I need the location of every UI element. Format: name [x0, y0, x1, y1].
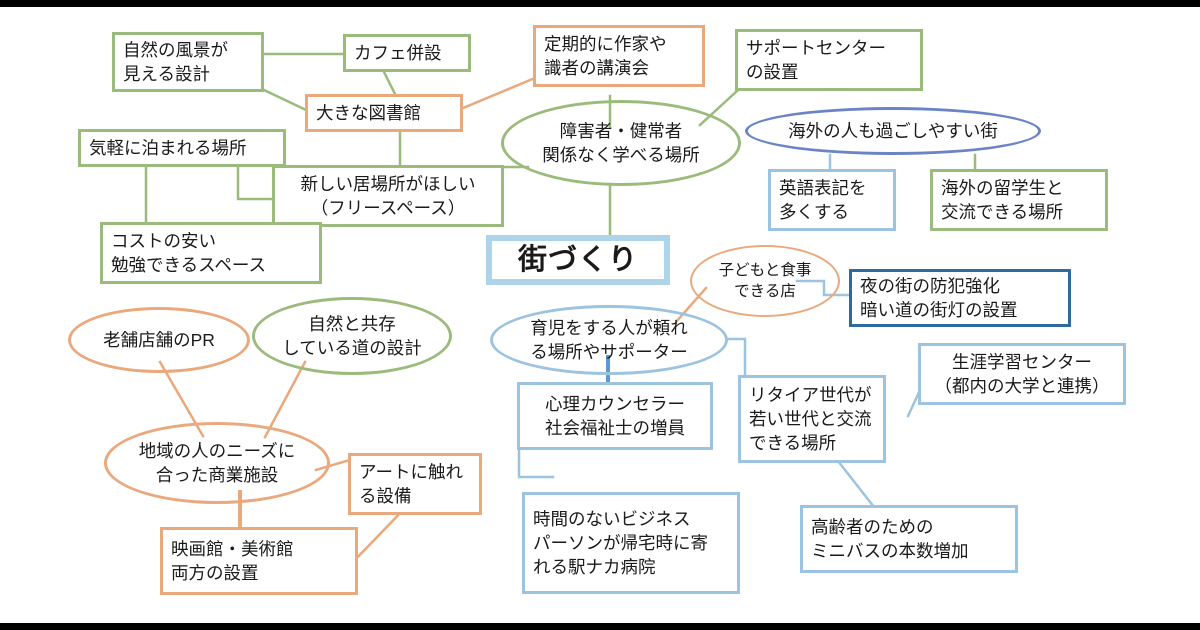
- node-cinema-and-museum[interactable]: 映画館・美術館 両方の設置: [160, 527, 358, 595]
- node-label: 新しい居場所がほしい （フリースペース）: [300, 174, 476, 218]
- center-node-machizukuri[interactable]: 街づくり: [486, 235, 670, 285]
- node-label: 映画館・美術館 両方の設置: [171, 539, 294, 583]
- node-family-dining-shop[interactable]: 子どもと食事 できる店: [690, 245, 840, 317]
- edge-n3-n4: [461, 76, 537, 110]
- node-increase-counselors[interactable]: 心理カウンセラー 社会福祉士の増員: [517, 382, 713, 450]
- node-label: カフェ併設: [354, 43, 442, 63]
- node-label: 定期的に作家や 識者の講演会: [544, 34, 667, 78]
- node-label: 地域の人のニーズに 合った商業施設: [138, 441, 296, 485]
- node-inclusive-learning-place[interactable]: 障害者・健常者 関係なく学べる場所: [501, 100, 741, 186]
- node-label: 子どもと食事 できる店: [718, 262, 812, 300]
- node-local-needs-commercial[interactable]: 地域の人のニーズに 合った商業施設: [104, 422, 330, 504]
- node-nature-coexisting-roads[interactable]: 自然と共存 している道の設計: [252, 297, 452, 375]
- node-label: サポートセンター の設置: [746, 38, 886, 82]
- node-exchange-with-intl-students[interactable]: 海外の留学生と 交流できる場所: [930, 169, 1108, 231]
- node-label: 生涯学習センター （都内の大学と連携）: [934, 352, 1110, 396]
- node-long-established-shops-pr[interactable]: 老舗店舗のPR: [68, 307, 250, 373]
- node-author-lectures[interactable]: 定期的に作家や 識者の講演会: [533, 25, 705, 87]
- node-casual-lodging[interactable]: 気軽に泊まれる場所: [78, 129, 286, 167]
- node-label: 夜の街の防犯強化 暗い道の街灯の設置: [860, 276, 1018, 320]
- node-cafe-attached[interactable]: カフェ併設: [343, 34, 471, 72]
- node-night-safety-streetlights[interactable]: 夜の街の防犯強化 暗い道の街灯の設置: [849, 269, 1071, 327]
- edge-n18-n20: [836, 459, 876, 509]
- node-label: 心理カウンセラー 社会福祉士の増員: [545, 394, 685, 438]
- edge-n9-center: [490, 182, 612, 241]
- node-label: 時間のないビジネス パーソンが帰宅時に寄 れる駅ナカ病院: [533, 509, 708, 577]
- node-label: アートに触れ る設備: [359, 462, 463, 506]
- node-large-library[interactable]: 大きな図書館: [305, 94, 463, 132]
- node-low-cost-study-space[interactable]: コストの安い 勉強できるスペース: [100, 222, 322, 284]
- node-more-english-signage[interactable]: 英語表記を 多くする: [768, 169, 896, 231]
- node-label: 気軽に泊まれる場所: [89, 138, 247, 158]
- edge-n1-n3: [260, 87, 310, 113]
- node-station-clinic[interactable]: 時間のないビジネス パーソンが帰宅時に寄 れる駅ナカ病院: [522, 492, 740, 594]
- node-label: 海外の人も過ごしやすい街: [788, 121, 998, 141]
- node-more-minibuses-elderly[interactable]: 高齢者のための ミニバスの本数増加: [800, 505, 1018, 573]
- node-label: 自然の風景が 見える設計: [123, 40, 228, 84]
- node-foreigner-friendly-city[interactable]: 海外の人も過ごしやすい街: [745, 107, 1041, 155]
- node-label: 高齢者のための ミニバスの本数増加: [811, 517, 969, 561]
- node-label: 大きな図書館: [316, 103, 421, 123]
- node-new-free-space[interactable]: 新しい居場所がほしい （フリースペース）: [272, 165, 504, 227]
- node-childcare-support[interactable]: 育児をする人が頼れ る場所やサポーター: [490, 305, 728, 375]
- node-label: 育児をする人が頼れ る場所やサポーター: [530, 318, 688, 362]
- center-node-label: 街づくり: [517, 244, 638, 276]
- node-label: 海外の留学生と 交流できる場所: [941, 178, 1064, 222]
- node-natural-scenery-design[interactable]: 自然の風景が 見える設計: [112, 32, 264, 92]
- edge-n22-n23: [263, 360, 307, 439]
- node-label: コストの安い 勉強できるスペース: [111, 231, 267, 275]
- node-lifelong-learning-center[interactable]: 生涯学習センター （都内の大学と連携）: [918, 343, 1126, 405]
- node-art-facilities[interactable]: アートに触れ る設備: [348, 453, 482, 515]
- node-label: 自然と共存 している道の設計: [282, 314, 422, 358]
- edge-n24-n25: [350, 505, 408, 565]
- node-label: 老舗店舗のPR: [103, 330, 215, 350]
- node-support-center[interactable]: サポートセンター の設置: [735, 29, 923, 91]
- node-label: 障害者・健常者 関係なく学べる場所: [542, 121, 700, 165]
- edge-n16-n17: [517, 448, 555, 479]
- edge-n15-n18: [726, 337, 747, 380]
- node-label: 英語表記を 多くする: [779, 178, 867, 222]
- node-retiree-youth-exchange[interactable]: リタイア世代が 若い世代と交流 できる場所: [738, 375, 886, 463]
- node-label: リタイア世代が 若い世代と交流 できる場所: [749, 385, 872, 453]
